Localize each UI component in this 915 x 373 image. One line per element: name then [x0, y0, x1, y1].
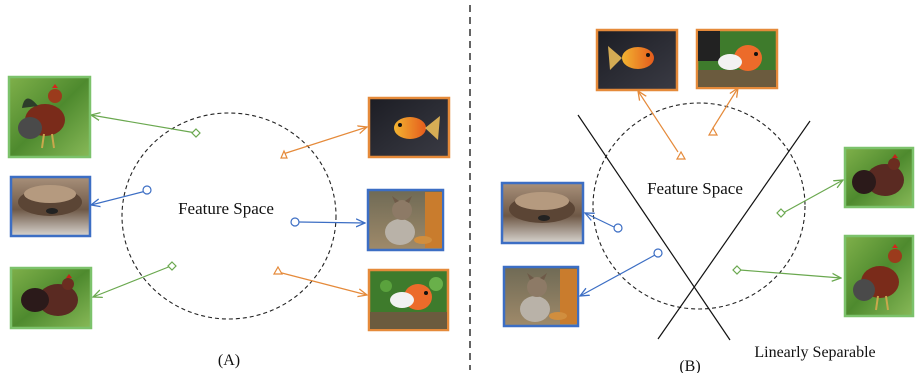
circle-marker-icon: [613, 223, 623, 233]
connector-hen-b: [739, 269, 841, 278]
triangle-marker-icon: [272, 265, 284, 275]
feature-space-circle-b: [592, 102, 806, 310]
goldfish2-thumbnail: [367, 268, 450, 332]
terrier-thumbnail-b: [502, 265, 580, 328]
dog-thumbnail-b: [500, 181, 585, 245]
connector-dog-b: [585, 213, 615, 228]
connector-goldfish-a: [282, 127, 367, 155]
panel-a: Feature Space (A): [7, 75, 451, 369]
hen-thumbnail-b: [843, 146, 915, 209]
separator-line-2: [657, 120, 811, 340]
connector-hen-a: [93, 265, 172, 297]
feature-space-label-b: Feature Space: [647, 179, 743, 198]
circle-marker-icon: [142, 185, 152, 195]
connector-rooster-b: [782, 180, 843, 214]
connector-terrier-b: [580, 254, 656, 296]
linearly-separable-label: Linearly Separable: [754, 344, 875, 361]
diamond-marker-icon: [167, 261, 177, 271]
caption-b: (B): [679, 358, 700, 373]
rooster-thumbnail-b: [843, 234, 915, 318]
panel-b: Feature Space (B) Linearly Separable: [500, 28, 915, 373]
diamond-marker-icon: [776, 208, 786, 218]
terrier-thumbnail: [366, 188, 445, 252]
connector-rooster-a: [91, 115, 197, 134]
goldfish-thumbnail-b: [595, 28, 679, 92]
rooster-thumbnail: [7, 75, 92, 159]
caption-a: (A): [218, 352, 240, 369]
connector-goldfish2-a: [277, 271, 367, 295]
triangle-marker-icon: [280, 149, 288, 159]
feature-space-label-a: Feature Space: [178, 199, 274, 218]
diamond-marker-icon: [191, 128, 201, 138]
connector-terrier-a: [298, 222, 365, 223]
separator-line-1: [577, 114, 731, 341]
triangle-marker-icon: [675, 150, 687, 160]
connector-goldfish2-b: [712, 88, 738, 129]
connector-goldfish-b: [638, 91, 679, 153]
hen-thumbnail: [9, 266, 93, 330]
goldfish2-thumbnail-b: [695, 28, 779, 90]
circle-marker-icon: [653, 248, 663, 258]
diamond-marker-icon: [732, 265, 742, 275]
circle-marker-icon: [290, 217, 300, 227]
connector-dog-a: [91, 190, 147, 205]
dog-thumbnail: [9, 175, 92, 238]
triangle-marker-icon: [707, 126, 719, 136]
feature-space-circle-a: [121, 112, 337, 320]
goldfish-thumbnail: [367, 96, 451, 159]
